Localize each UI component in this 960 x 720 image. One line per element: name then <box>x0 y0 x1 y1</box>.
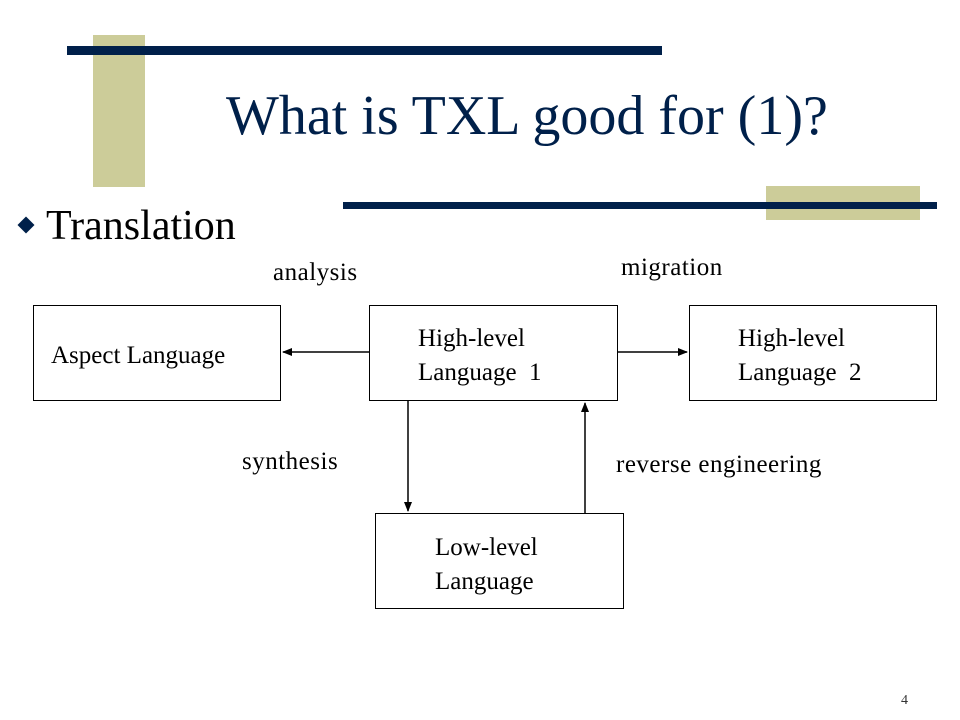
box-aspect-language: Aspect Language <box>33 305 281 401</box>
label-analysis: analysis <box>273 259 358 286</box>
navy-bottom-rule <box>343 202 937 209</box>
box-text-line: Aspect Language <box>51 342 226 369</box>
bullet-text: Translation <box>46 203 236 249</box>
box-low-level-language: Low-level Language <box>375 513 624 609</box>
box-text-line: Language 2 <box>738 359 862 386</box>
label-synthesis: synthesis <box>242 448 339 475</box>
page-number: 4 <box>901 693 908 708</box>
slide-title: What is TXL good for (1)? <box>226 85 828 147</box>
box-text-line: High-level <box>738 325 845 352</box>
navy-top-rule <box>67 46 662 55</box>
box-text-line: Language 1 <box>418 359 542 386</box>
box-text-line: Language <box>435 568 534 595</box>
khaki-vertical-bar <box>93 35 145 187</box>
label-reverse-engineering: reverse engineering <box>616 451 822 478</box>
bullet-item: Translation <box>17 203 236 249</box>
box-high-level-language-1: High-level Language 1 <box>369 305 618 401</box>
box-high-level-language-2: High-level Language 2 <box>689 305 937 401</box>
box-text-line: Low-level <box>435 534 538 561</box>
box-text-line: High-level <box>418 325 525 352</box>
label-migration: migration <box>621 254 723 281</box>
